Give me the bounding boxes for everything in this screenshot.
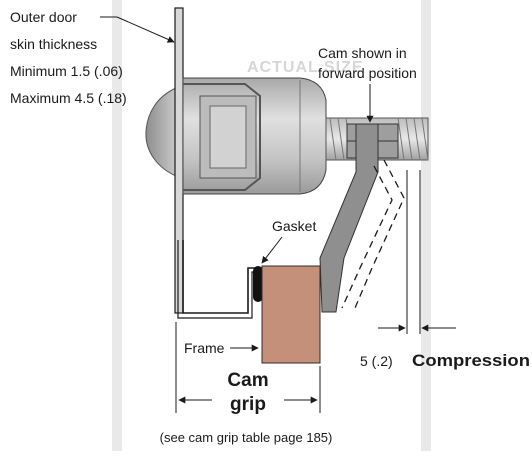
label-skin-min: Minimum 1.5 (.06)	[10, 63, 123, 79]
outer-door-skin	[174, 7, 184, 314]
frame-bracket-inner	[177, 240, 262, 319]
gasket	[253, 266, 263, 302]
leader-outer-door-arrow	[116, 16, 175, 43]
cam-arm	[319, 123, 379, 313]
retaining-clip	[183, 83, 261, 191]
knob-cap	[145, 87, 177, 177]
watermark-text: ACTUAL SIZE	[247, 59, 363, 76]
background-stripe-left	[112, 0, 122, 451]
label-frame: Frame	[184, 340, 225, 356]
frame-bracket	[182, 240, 262, 314]
label-cam-grip-line1: Cam	[227, 370, 268, 391]
cam-grip-block	[261, 265, 321, 364]
cam-alt-position-inner	[341, 165, 393, 309]
label-cam-line2: forward position	[318, 65, 417, 81]
label-gasket: Gasket	[272, 218, 316, 234]
label-outer-door: Outer door	[10, 9, 77, 25]
label-skin-thickness: skin thickness	[10, 36, 97, 52]
label-compression-word: Compression	[412, 351, 530, 370]
label-cam-grip-note: (see cam grip table page 185)	[160, 430, 333, 445]
background-stripe-right	[421, 0, 431, 451]
label-compression-value: 5 (.2)	[360, 353, 393, 369]
leader-gasket-arrow	[261, 236, 283, 264]
label-cam-grip-line2: grip	[230, 394, 266, 415]
label-skin-max: Maximum 4.5 (.18)	[10, 90, 127, 106]
label-cam-line1: Cam shown in	[318, 45, 407, 61]
lock-face-inner	[209, 105, 247, 169]
